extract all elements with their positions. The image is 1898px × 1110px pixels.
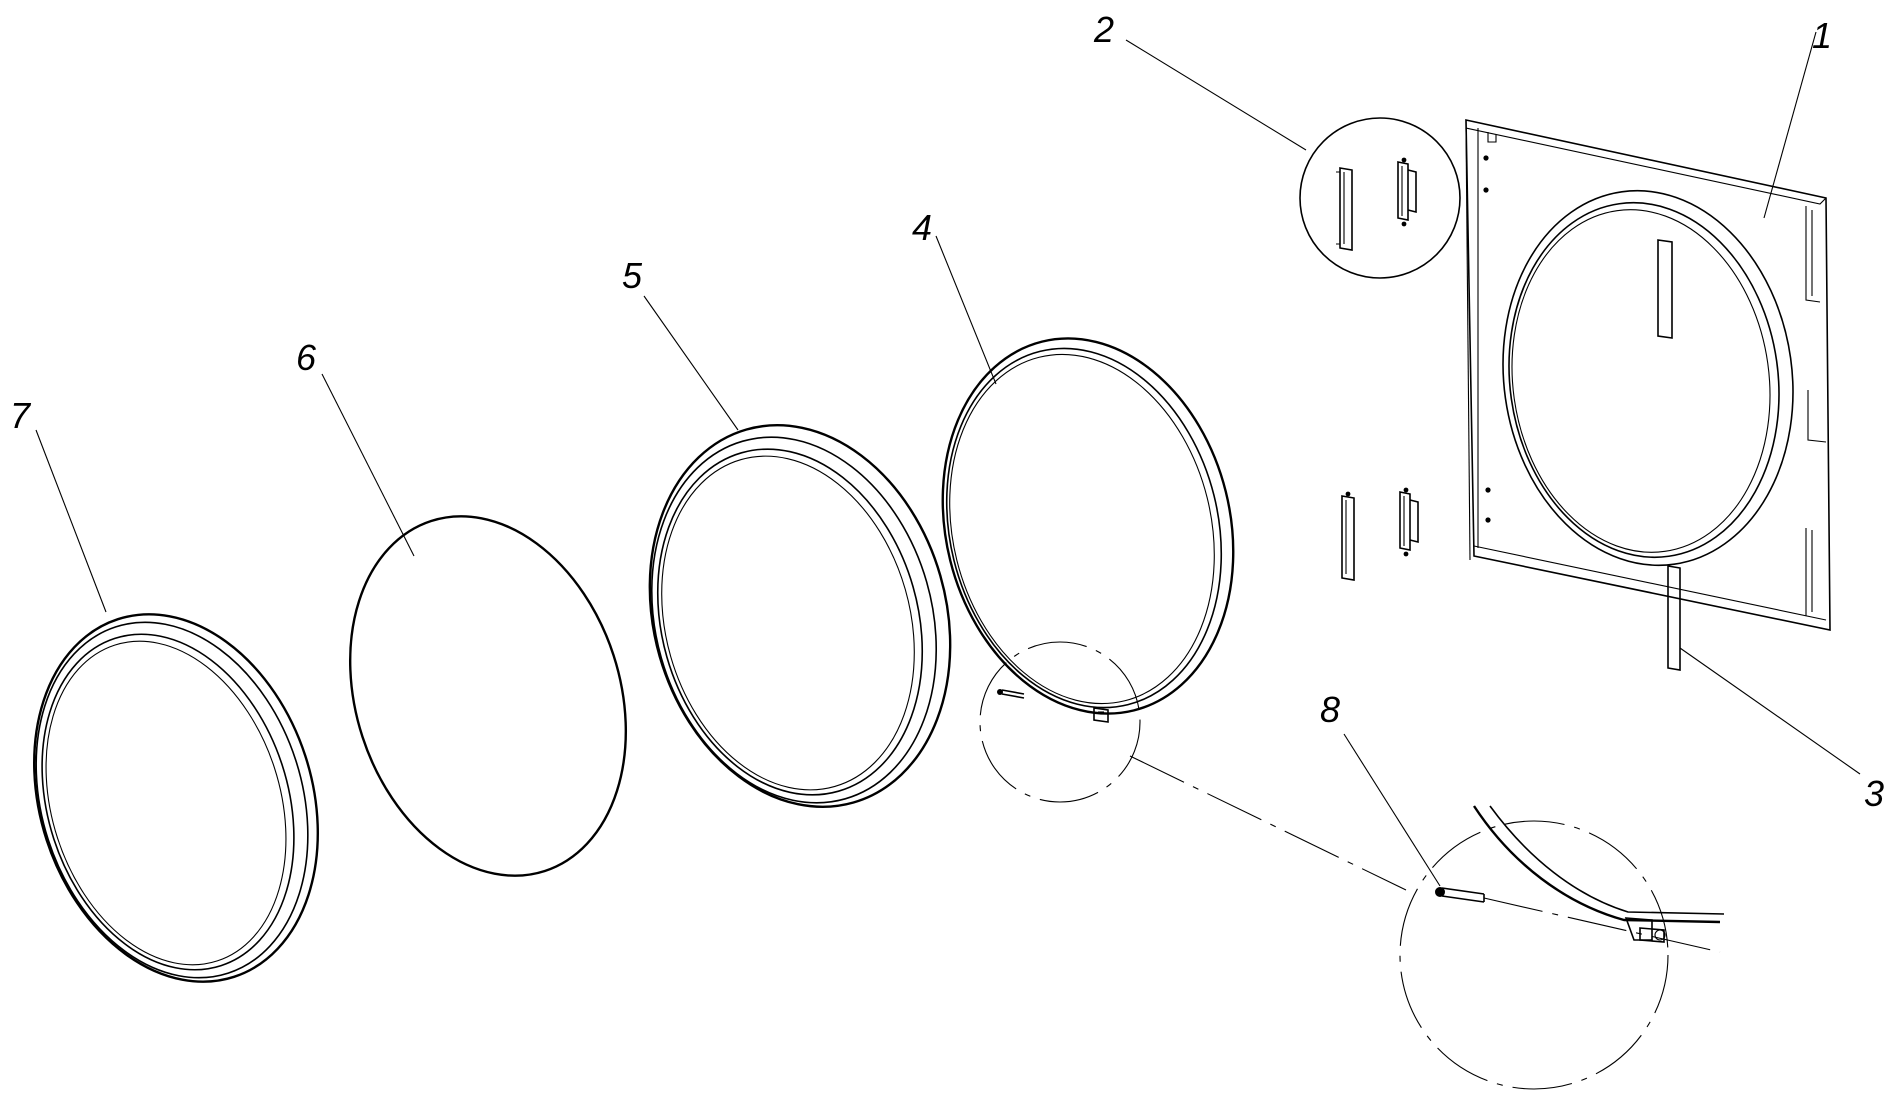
strip-part-3 — [1667, 565, 1681, 671]
leader-lines — [35, 31, 1861, 887]
callout-3: 3 — [1864, 773, 1884, 814]
hinge-brackets-part-2 — [1299, 117, 1461, 581]
ring-part-5 — [648, 424, 952, 808]
front-panel-part-1 — [1465, 119, 1831, 631]
callout-2: 2 — [1093, 9, 1114, 50]
hinge-pin-detail-part-8 — [1129, 755, 1725, 1090]
callout-7: 7 — [10, 395, 32, 436]
ring-part-4 — [941, 337, 1235, 803]
callout-6: 6 — [296, 337, 317, 378]
callout-1: 1 — [1812, 15, 1832, 56]
callout-5: 5 — [622, 255, 643, 296]
callout-8: 8 — [1320, 689, 1340, 730]
glass-part-6 — [348, 515, 628, 877]
callout-4: 4 — [912, 207, 932, 248]
ring-part-7 — [33, 613, 319, 983]
